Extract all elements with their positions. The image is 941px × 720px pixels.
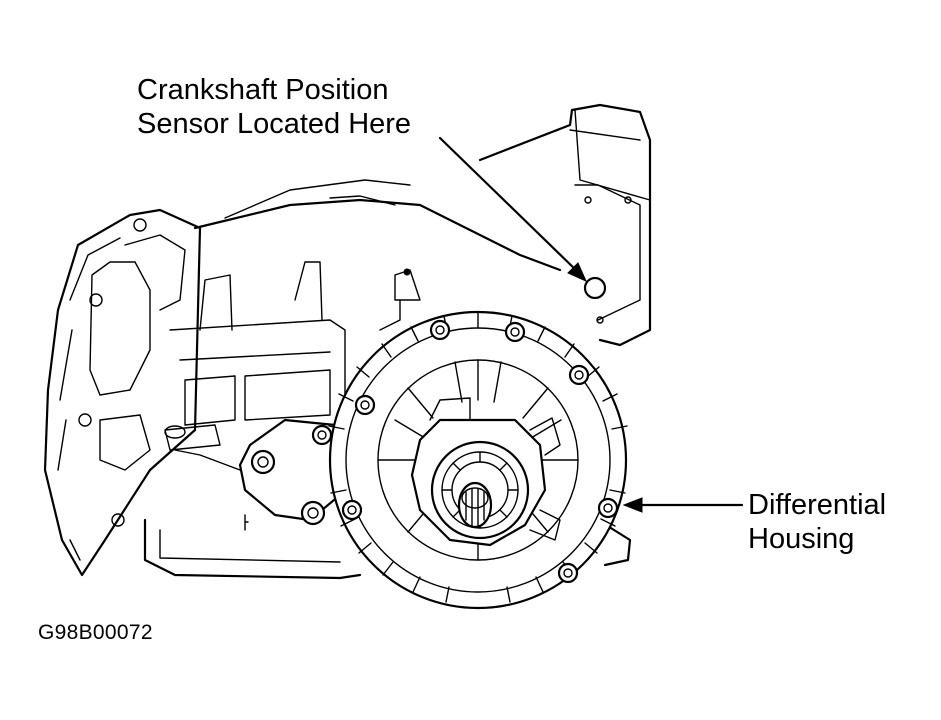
differential-callout-line1: Differential [748,489,887,521]
ckp-callout: Crankshaft Position Sensor Located Here [137,73,411,141]
mounting-flange [238,418,421,538]
ckp-leader-arrow [438,136,587,282]
differential-leader-arrow [622,497,744,513]
ckp-callout-line2: Sensor Located Here [137,108,412,140]
differential-callout: Differential Housing [748,488,886,556]
crankshaft-position-sensor [583,276,607,300]
bell-housing [43,208,202,577]
differential-callout-line2: Housing [748,523,855,555]
differential-housing-drawing [328,310,628,610]
transaxle-case [143,103,652,580]
ckp-callout-line1: Crankshaft Position [137,74,389,106]
figure-id: G98B00072 [38,621,153,644]
